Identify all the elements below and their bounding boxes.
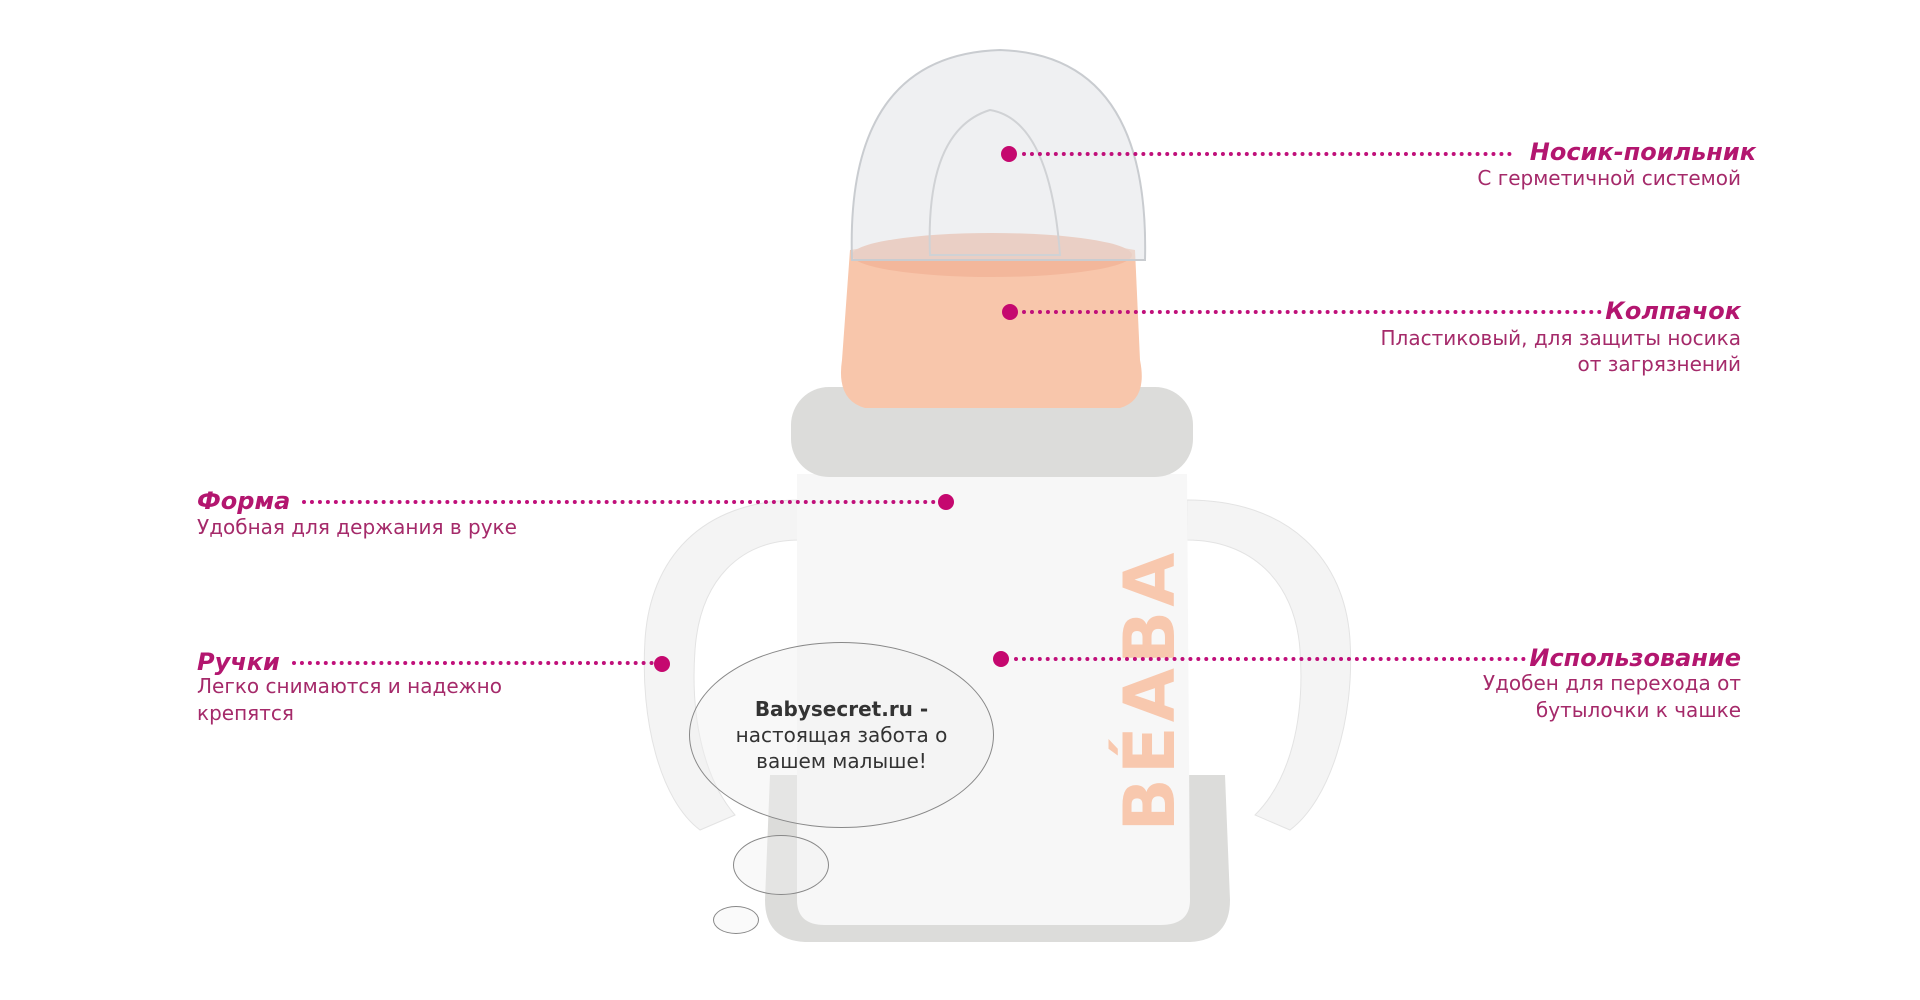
clear-dome bbox=[850, 48, 1147, 261]
bubble-line-1: настоящая забота о bbox=[735, 723, 948, 747]
right-handle bbox=[1186, 499, 1352, 831]
usage-leader-line bbox=[1014, 657, 1526, 661]
grey-ring bbox=[791, 387, 1193, 477]
handles-title: Ручки bbox=[197, 648, 280, 676]
shape-desc: Удобная для держания в руке bbox=[197, 515, 517, 539]
bubble-line-2: вашем малыше! bbox=[756, 749, 927, 773]
cap-desc-line-2: от загрязнений bbox=[1577, 352, 1741, 376]
handles-marker[interactable] bbox=[654, 656, 670, 672]
usage-marker[interactable] bbox=[993, 651, 1009, 667]
usage-desc-line-2: бутылочки к чашке bbox=[1535, 698, 1741, 722]
handles-desc-line-1: Легко снимаются и надежно bbox=[197, 674, 502, 698]
usage-desc-line-1: Удобен для перехода от bbox=[1482, 671, 1741, 695]
shape-marker[interactable] bbox=[938, 494, 954, 510]
spout-leader-line bbox=[1022, 152, 1512, 156]
cap-title: Колпачок bbox=[1605, 297, 1741, 325]
usage-title: Использование bbox=[1529, 644, 1741, 672]
cap-leader-line bbox=[1022, 310, 1602, 314]
spout-marker[interactable] bbox=[1001, 146, 1017, 162]
shape-title: Форма bbox=[197, 487, 291, 515]
bubble-small-circle bbox=[733, 835, 829, 895]
handles-desc-line-2: крепятся bbox=[197, 701, 294, 725]
peach-cap bbox=[840, 237, 1142, 408]
cap-desc-line-1: Пластиковый, для защиты носика bbox=[1380, 326, 1742, 350]
left-handle bbox=[643, 499, 801, 831]
spout-title: Носик-поильник bbox=[1529, 138, 1756, 166]
spout-desc: С герметичной системой bbox=[1477, 166, 1741, 190]
promo-thought-bubble: Babysecret.ru - настоящая забота о вашем… bbox=[689, 642, 994, 828]
bubble-tiny-circle bbox=[713, 906, 759, 934]
bubble-site-name: Babysecret.ru - bbox=[754, 697, 929, 721]
cap-marker[interactable] bbox=[1002, 304, 1018, 320]
brand-logo: BÉABA bbox=[1109, 548, 1191, 832]
handles-leader-line bbox=[292, 661, 654, 665]
shape-leader-line bbox=[302, 500, 936, 504]
